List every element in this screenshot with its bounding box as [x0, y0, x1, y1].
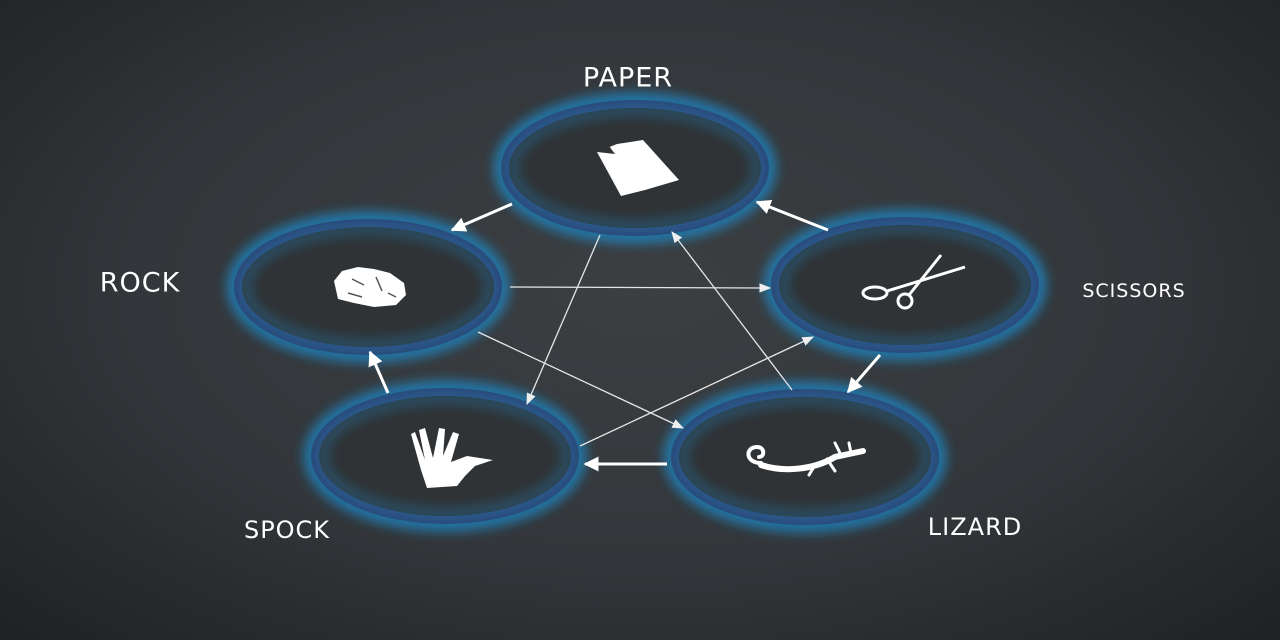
- label-lizard: LIZARD: [927, 513, 1023, 541]
- arrow-lizard-beats-paper: [671, 231, 793, 391]
- label-rock: ROCK: [99, 267, 181, 299]
- scissors-icon: [861, 254, 966, 310]
- label-spock: SPOCK: [243, 516, 331, 544]
- arrow-scissors-beats-lizard: [846, 354, 882, 394]
- arrow-rock-beats-lizard: [477, 331, 685, 429]
- label-paper: PAPER: [582, 62, 674, 94]
- arrow-scissors-beats-paper: [755, 199, 829, 232]
- lizard-icon: [746, 441, 866, 477]
- arrow-paper-beats-rock: [450, 202, 513, 232]
- spock-hand-icon: [411, 428, 493, 488]
- arrow-spock-beats-rock: [368, 350, 390, 394]
- node-spock: [304, 381, 586, 531]
- arrow-spock-beats-scissors: [579, 336, 815, 447]
- rock-icon: [334, 267, 406, 307]
- arrow-rock-beats-scissors: [509, 283, 772, 293]
- paper-icon: [597, 140, 679, 196]
- node-lizard: [664, 382, 946, 532]
- arrow-paper-beats-spock: [526, 234, 601, 406]
- label-scissors: SCISSORS: [1082, 280, 1186, 302]
